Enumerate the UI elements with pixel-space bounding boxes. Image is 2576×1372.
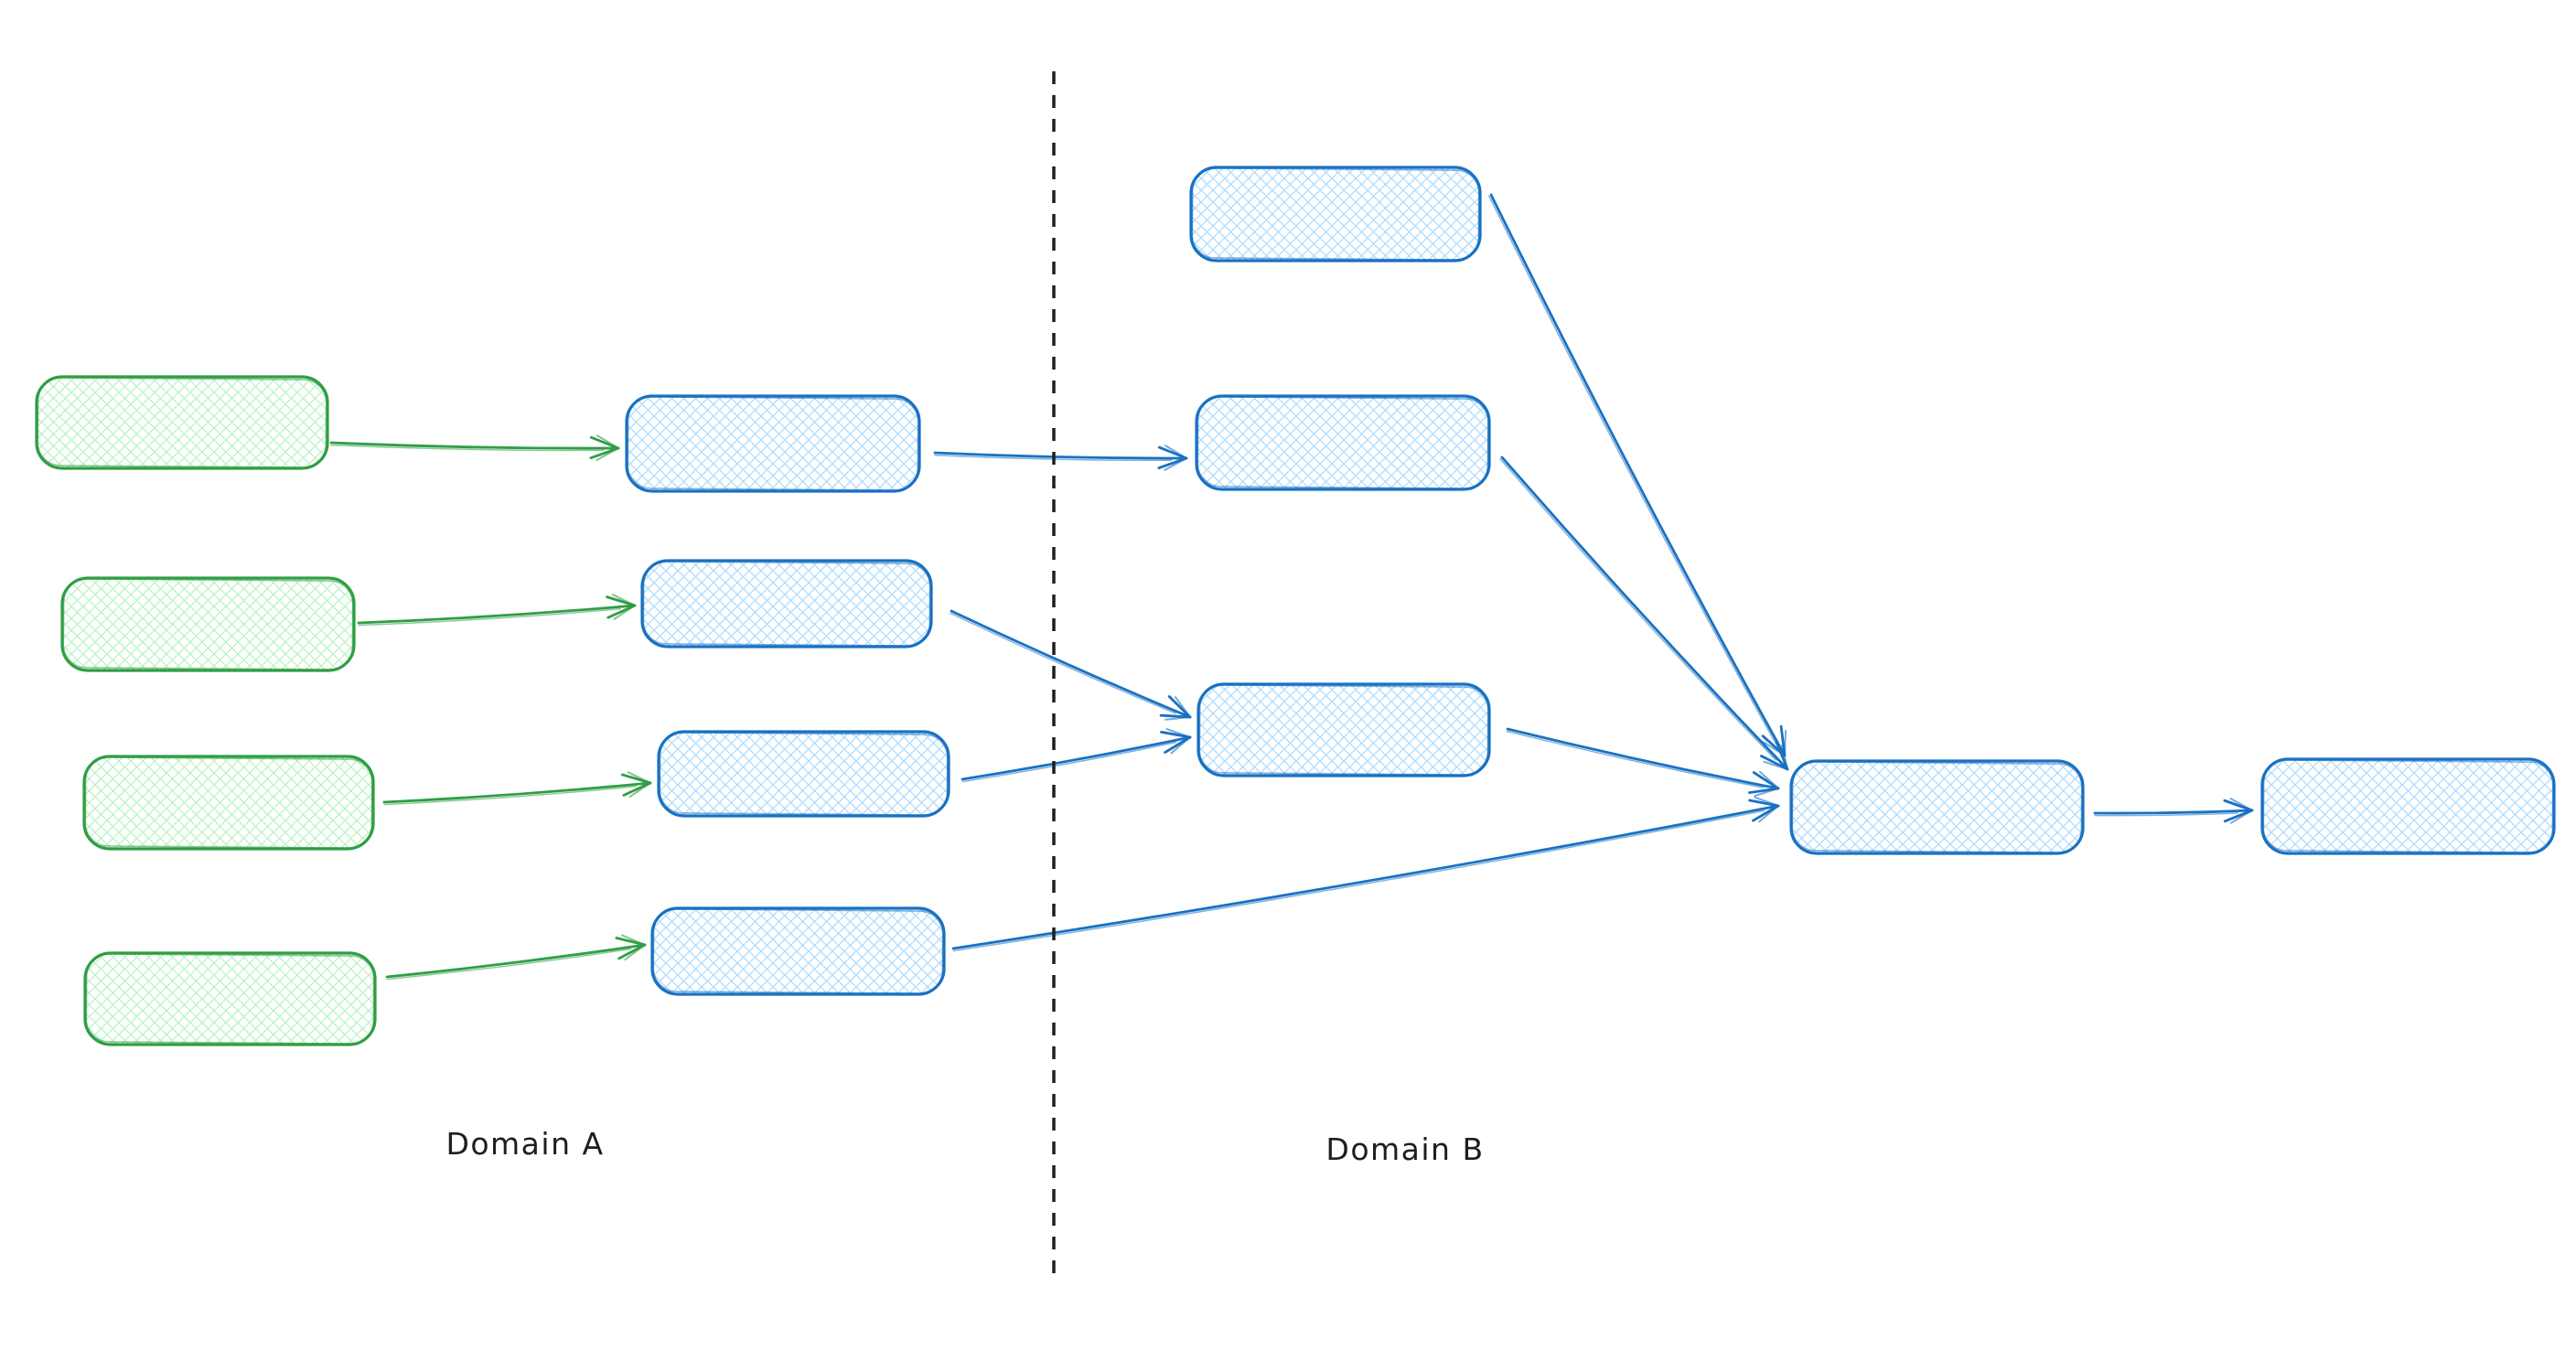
node-blue-a1[interactable] — [625, 394, 921, 493]
node-green-1[interactable] — [35, 375, 329, 470]
edge-blue-b2-to-blue-hub[interactable] — [1499, 456, 1789, 771]
edge-blue-a4-to-blue-hub[interactable] — [951, 796, 1780, 952]
node-green-2[interactable] — [60, 576, 356, 672]
node-blue-b1[interactable] — [1189, 166, 1482, 263]
node-blue-final[interactable] — [2260, 757, 2556, 855]
node-green-3[interactable] — [82, 755, 375, 851]
node-green-4[interactable] — [83, 951, 377, 1046]
edge-blue-hub-to-blue-final[interactable] — [2093, 797, 2254, 824]
edge-blue-a2-to-blue-b3[interactable] — [950, 609, 1192, 721]
node-blue-a4[interactable] — [650, 906, 946, 996]
node-blue-a2[interactable] — [640, 559, 933, 648]
edge-green-3-to-blue-a3[interactable] — [382, 771, 652, 806]
edge-blue-a3-to-blue-b3[interactable] — [961, 728, 1192, 783]
label-domain-a[interactable]: Domain A — [445, 1126, 604, 1162]
label-domain-b[interactable]: Domain B — [1326, 1131, 1484, 1167]
edge-green-1-to-blue-a1[interactable] — [329, 434, 620, 461]
edge-blue-b1-to-blue-hub[interactable] — [1487, 193, 1787, 757]
edge-green-2-to-blue-a2[interactable] — [357, 594, 637, 627]
node-blue-b3[interactable] — [1197, 682, 1491, 777]
node-blue-hub[interactable] — [1789, 759, 2085, 855]
edge-blue-a1-to-blue-b2[interactable] — [933, 445, 1188, 471]
node-blue-a3[interactable] — [657, 730, 950, 818]
edge-blue-b3-to-blue-hub[interactable] — [1506, 727, 1780, 798]
node-blue-b2[interactable] — [1195, 394, 1491, 491]
edge-green-4-to-blue-a4[interactable] — [385, 934, 647, 981]
